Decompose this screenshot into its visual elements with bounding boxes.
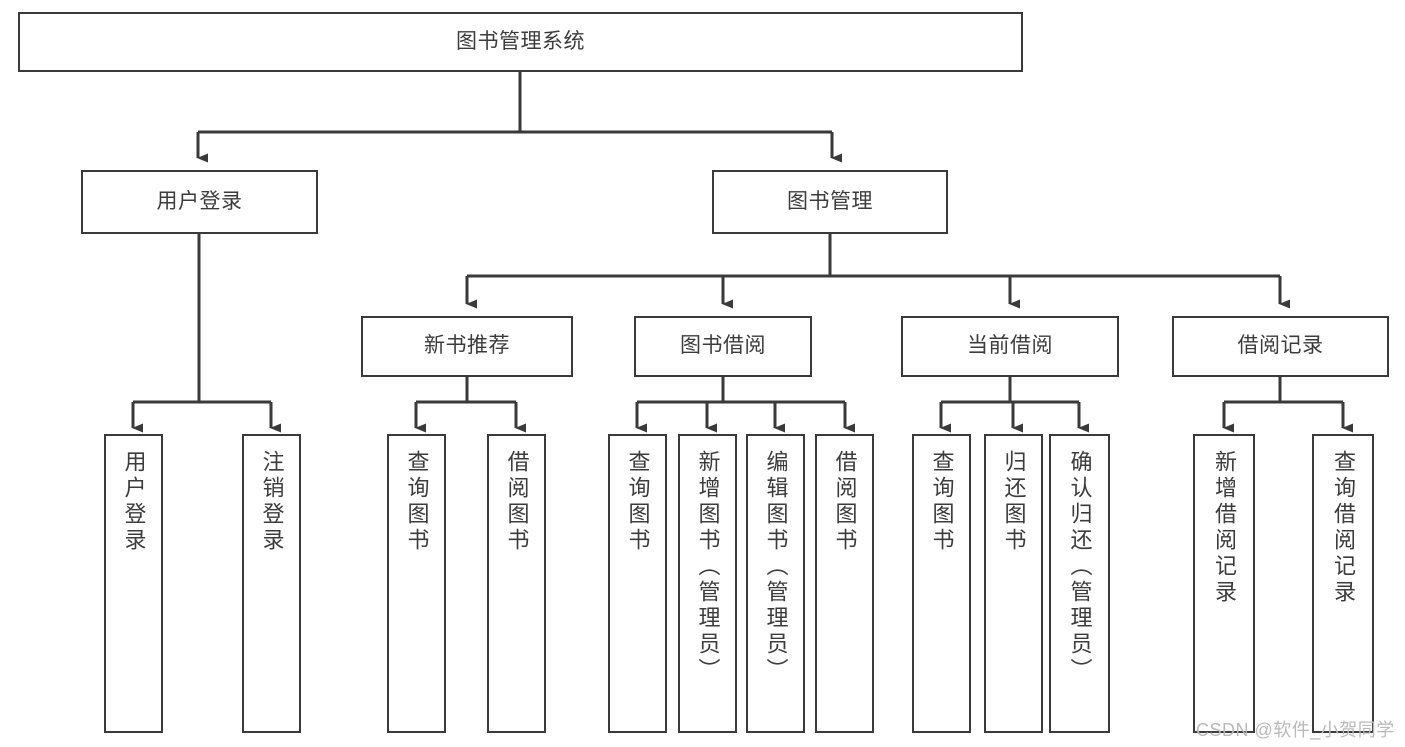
leaf-recommend-query-book-label: 查询图书 bbox=[404, 450, 430, 554]
leaf-recommend-query-book[interactable]: 查询图书 bbox=[387, 434, 446, 733]
leaf-borrow-edit-book-label: 编辑图书（管理员） bbox=[763, 450, 789, 684]
edges-root-to-level2 bbox=[196, 72, 842, 163]
leaf-current-confirm-return[interactable]: 确认归还（管理员） bbox=[1049, 434, 1110, 733]
leaf-current-query-book-label: 查询图书 bbox=[929, 450, 955, 554]
node-user-login[interactable]: 用户登录 bbox=[81, 170, 318, 234]
node-root-system-label: 图书管理系统 bbox=[456, 29, 585, 53]
node-book-management-label: 图书管理 bbox=[787, 189, 873, 213]
leaf-current-return-book-label: 归还图书 bbox=[1001, 450, 1027, 554]
node-borrow-record-label: 借阅记录 bbox=[1237, 334, 1324, 358]
leaf-recommend-borrow-book-label: 借阅图书 bbox=[504, 450, 530, 554]
leaf-borrow-add-book-label: 新增图书（管理员） bbox=[695, 450, 721, 684]
leaf-user-login[interactable]: 用户登录 bbox=[104, 434, 163, 733]
node-book-management[interactable]: 图书管理 bbox=[712, 170, 948, 234]
csdn-watermark: CSDN @软件_小贺同学 bbox=[1196, 720, 1395, 740]
leaf-borrow-query-book-label: 查询图书 bbox=[625, 450, 651, 554]
edges-userlogin-to-leaves bbox=[131, 234, 281, 433]
leaf-current-return-book[interactable]: 归还图书 bbox=[984, 434, 1043, 733]
edges-bookmgmt-to-level3 bbox=[465, 234, 1290, 309]
node-new-book-recommend-label: 新书推荐 bbox=[424, 334, 510, 358]
edges-borrowrecord-to-leaves bbox=[1222, 377, 1353, 433]
node-root-system[interactable]: 图书管理系统 bbox=[18, 12, 1023, 72]
leaf-current-query-book[interactable]: 查询图书 bbox=[912, 434, 971, 733]
node-book-borrow-label: 图书借阅 bbox=[680, 334, 766, 358]
edges-newbook-to-leaves bbox=[414, 377, 526, 433]
leaf-record-query[interactable]: 查询借阅记录 bbox=[1312, 434, 1374, 733]
leaf-user-logout[interactable]: 注销登录 bbox=[242, 434, 301, 733]
node-book-borrow[interactable]: 图书借阅 bbox=[634, 316, 812, 377]
node-current-borrow-label: 当前借阅 bbox=[967, 334, 1053, 358]
node-user-login-label: 用户登录 bbox=[156, 189, 243, 213]
leaf-borrow-borrow-book[interactable]: 借阅图书 bbox=[815, 434, 874, 733]
node-borrow-record[interactable]: 借阅记录 bbox=[1172, 316, 1389, 377]
leaf-user-login-label: 用户登录 bbox=[121, 450, 147, 554]
leaf-user-logout-label: 注销登录 bbox=[259, 450, 285, 554]
leaf-recommend-borrow-book[interactable]: 借阅图书 bbox=[487, 434, 546, 733]
leaf-borrow-query-book[interactable]: 查询图书 bbox=[608, 434, 667, 733]
leaf-current-confirm-return-label: 确认归还（管理员） bbox=[1067, 450, 1093, 684]
leaf-borrow-edit-book[interactable]: 编辑图书（管理员） bbox=[746, 434, 805, 733]
edges-currentborrow-to-leaves bbox=[939, 377, 1089, 433]
leaf-record-add[interactable]: 新增借阅记录 bbox=[1193, 434, 1255, 733]
leaf-record-query-label: 查询借阅记录 bbox=[1331, 450, 1356, 606]
leaf-borrow-borrow-book-label: 借阅图书 bbox=[832, 450, 858, 554]
node-new-book-recommend[interactable]: 新书推荐 bbox=[361, 316, 573, 377]
edges-bookborrow-to-leaves bbox=[635, 377, 855, 433]
node-current-borrow[interactable]: 当前借阅 bbox=[901, 316, 1119, 377]
leaf-record-add-label: 新增借阅记录 bbox=[1212, 450, 1237, 606]
leaf-borrow-add-book[interactable]: 新增图书（管理员） bbox=[678, 434, 737, 733]
